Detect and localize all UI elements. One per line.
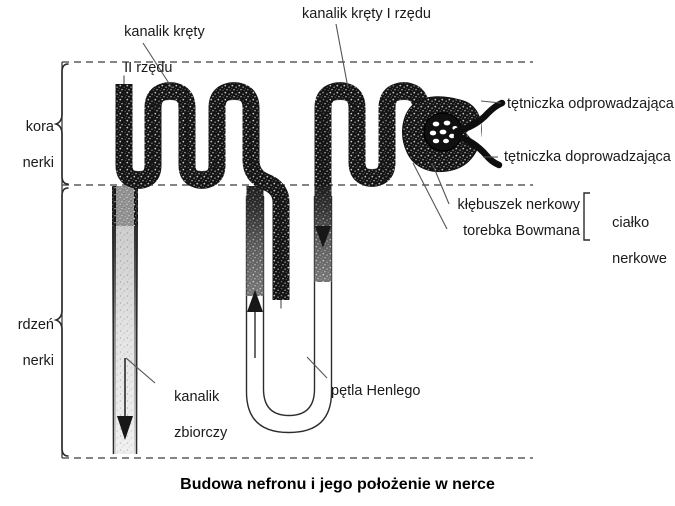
label-proximal-tubule: kanalik kręty I rzędu (302, 6, 431, 22)
label-henle-loop: pętla Henlego (331, 383, 421, 399)
cortex-brace (53, 63, 69, 185)
label-renal-corpuscle-line1: ciałko (612, 215, 650, 231)
afferent-arteriole (453, 132, 503, 169)
label-renal-corpuscle-line2: nerkowe (612, 251, 667, 267)
leader-distal-tubule (142, 42, 173, 89)
label-collecting-duct-line1: kanalik (174, 389, 220, 405)
distal-convoluted-tubule (115, 82, 290, 300)
label-distal-tubule: kanalik kręty II rzędu (108, 5, 205, 95)
arrow-up-icon (247, 290, 263, 358)
label-renal-corpuscle: ciałko nerkowe (596, 196, 667, 286)
leader-glomerulus (431, 162, 450, 205)
region-label-medulla-line2: nerki (22, 353, 54, 369)
region-label-cortex-line1: kora (25, 119, 54, 135)
efferent-arteriole (453, 99, 506, 135)
renal-corpuscle-bracket (583, 192, 590, 241)
henle-loop-outer-wall (245, 196, 333, 434)
region-label-medulla-line1: rdzeń (17, 317, 54, 333)
medulla-brace (53, 187, 69, 457)
label-distal-tubule-line2: II rzędu (124, 60, 173, 76)
label-collecting-duct-line2: zbiorczy (174, 425, 228, 441)
proximal-tubule-outline-upper (322, 81, 422, 178)
henle-loop-inner-wall (262, 196, 316, 417)
leader-lines (125, 23, 502, 384)
label-afferent-arteriole: tętniczka doprowadzająca (504, 149, 671, 165)
leader-efferent-arteriole (480, 100, 502, 104)
leader-henle-loop (306, 356, 328, 379)
henle-loop-group (245, 186, 333, 434)
renal-corpuscle (402, 96, 506, 173)
label-efferent-arteriole: tętniczka odprowadzająca (507, 96, 674, 112)
label-glomerulus: kłębuszek nerkowy (457, 197, 581, 213)
label-bowman-capsule: torebka Bowmana (463, 223, 580, 239)
leader-bowman-capsule (412, 162, 448, 230)
arrow-down-icon-henle (315, 226, 331, 248)
region-braces (53, 63, 69, 457)
collecting-duct-walls (112, 186, 138, 454)
distal-tubule-outline (123, 75, 282, 292)
distal-tubule-outline-lower (123, 92, 282, 309)
henle-ascending-fade (246, 186, 264, 296)
right-nephron-group (314, 81, 506, 195)
arrow-down-icon (117, 358, 133, 440)
proximal-tubule-outline-lower (322, 98, 422, 195)
region-label-cortex: kora nerki (2, 100, 54, 190)
left-nephron-group (112, 75, 290, 454)
region-label-cortex-line2: nerki (22, 155, 54, 171)
label-distal-tubule-line1: kanalik kręty (124, 24, 205, 40)
henle-loop-tube (246, 196, 332, 433)
figure-caption: Budowa nefronu i jego położenie w nerce (180, 476, 495, 493)
label-collecting-duct: kanalik zbiorczy (158, 370, 227, 460)
leader-collecting-duct (125, 357, 156, 384)
region-label-medulla: rdzeń nerki (0, 298, 54, 388)
proximal-convoluted-tubule (314, 82, 430, 187)
collecting-duct-shaft (112, 186, 138, 454)
leader-proximal-tubule (335, 23, 349, 89)
